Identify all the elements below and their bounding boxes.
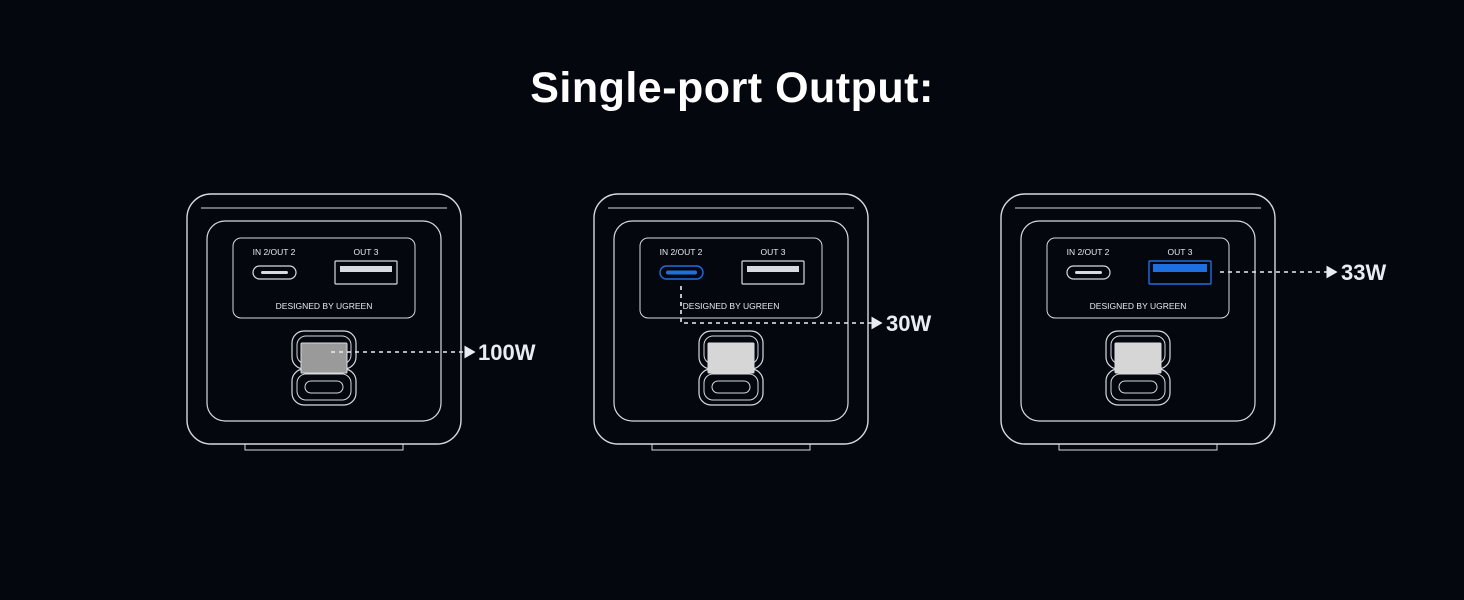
device-body [593, 193, 869, 445]
output-watt-1: 100W [478, 340, 536, 365]
ac-plug [1114, 342, 1162, 374]
port-plate [1046, 237, 1230, 319]
power-station-panel-3: IN 2/OUT 2 OUT 3 DESIGNED BY UGREEN [1000, 193, 1276, 451]
usb-a-port-active [1148, 260, 1212, 285]
port-label-out3: OUT 3 [761, 247, 786, 257]
brand-line: DESIGNED BY UGREEN [683, 301, 780, 311]
ac-outlet-slot [1118, 380, 1158, 394]
usb-c-port-inner-active [666, 270, 697, 275]
ac-outlet-frame-bottom-inner [1110, 373, 1166, 401]
usb-c-port-active [659, 265, 704, 280]
port-plate [639, 237, 823, 319]
port-label-in2-out2: IN 2/OUT 2 [1067, 247, 1110, 257]
usb-a-port [741, 260, 805, 285]
usb-c-port-inner [1075, 271, 1102, 274]
port-label-in2-out2: IN 2/OUT 2 [660, 247, 703, 257]
usb-c-port [252, 265, 297, 280]
ac-outlet-frame-bottom-inner [296, 373, 352, 401]
power-station-panel-2: IN 2/OUT 2 OUT 3 DESIGNED BY UGREEN [593, 193, 869, 451]
front-panel [1020, 220, 1256, 422]
port-label-out3: OUT 3 [1168, 247, 1193, 257]
device-foot [651, 444, 811, 451]
usb-c-port [1066, 265, 1111, 280]
usb-a-port-inner [747, 266, 799, 272]
ac-plug-active [300, 342, 348, 374]
output-watt-2: 30W [886, 311, 931, 336]
port-label-out3: OUT 3 [354, 247, 379, 257]
front-panel [206, 220, 442, 422]
ac-outlet-slot [711, 380, 751, 394]
front-panel [613, 220, 849, 422]
usb-c-port-inner [261, 271, 288, 274]
power-station-panel-1: IN 2/OUT 2 OUT 3 DESIGNED BY UGREEN [186, 193, 462, 451]
ac-plug [707, 342, 755, 374]
output-watt-3: 33W [1341, 260, 1386, 285]
device-foot [244, 444, 404, 451]
usb-a-port-inner [340, 266, 392, 272]
brand-line: DESIGNED BY UGREEN [276, 301, 373, 311]
device-body [186, 193, 462, 445]
usb-a-port-inner-active [1153, 264, 1207, 272]
page-title: Single-port Output: [530, 64, 934, 112]
usb-a-port [334, 260, 398, 285]
ac-outlet-frame-bottom-inner [703, 373, 759, 401]
port-label-in2-out2: IN 2/OUT 2 [253, 247, 296, 257]
device-foot [1058, 444, 1218, 451]
device-body [1000, 193, 1276, 445]
output-arrow-2 [680, 286, 883, 330]
ac-outlet-slot [304, 380, 344, 394]
brand-line: DESIGNED BY UGREEN [1090, 301, 1187, 311]
port-plate [232, 237, 416, 319]
